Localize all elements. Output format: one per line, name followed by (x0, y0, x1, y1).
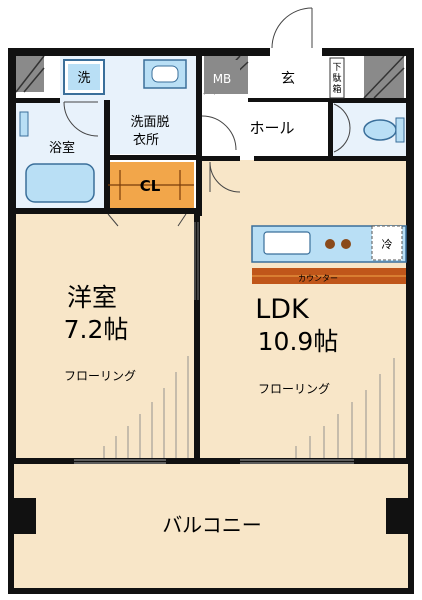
western-room-name: 洋室 (67, 283, 117, 312)
kitchen-sink (263, 231, 311, 255)
stove-burner-left (325, 239, 335, 249)
entrance-label: 玄 (281, 70, 295, 87)
toilet (363, 119, 397, 141)
shoe-box-label-1: 下 (332, 63, 341, 73)
ldk-floor (200, 160, 406, 460)
closet-rail (108, 170, 194, 200)
hall-floor (200, 102, 330, 158)
washer-inner (68, 64, 100, 90)
flooring-lines (103, 356, 395, 458)
counter-label: カウンター (298, 274, 338, 283)
washroom-label-1: 洗面脱 (130, 115, 169, 130)
windows (74, 459, 354, 464)
ldk-size: 10.9帖 (258, 327, 339, 356)
balcony-label: バルコニー (162, 513, 262, 537)
entrance-floor (250, 54, 332, 100)
closet-label: CL (140, 177, 161, 195)
washroom-label-2: 衣所 (133, 132, 159, 148)
toilet-tank (395, 117, 405, 143)
balcony-floor (14, 462, 408, 588)
western-room-floor (14, 210, 196, 460)
washer-label: 洗 (77, 71, 90, 86)
door-swings (63, 7, 351, 227)
sliding-door (194, 222, 199, 300)
bath-shower (19, 111, 29, 137)
meter-box (204, 60, 240, 94)
hall-label: ホール (249, 119, 294, 137)
meter-box-label: MB (213, 72, 232, 86)
shoe-box-label-3: 箱 (332, 83, 341, 95)
bathroom-label: 浴室 (49, 140, 75, 156)
fridge-label: 冷 (382, 238, 393, 251)
shoe-box (329, 57, 345, 99)
ldk-floor-label: フローリング (258, 382, 330, 396)
fridge (371, 225, 403, 261)
western-room-size: 7.2帖 (64, 315, 129, 344)
shoe-box-label-2: 駄 (332, 72, 341, 84)
bathtub (25, 163, 95, 203)
washbasin-bowl (151, 65, 179, 83)
stove-burner-right (341, 239, 351, 249)
western-room-floor-label: フローリング (64, 369, 136, 383)
ldk-name: LDK (255, 294, 310, 325)
walls (8, 48, 414, 594)
